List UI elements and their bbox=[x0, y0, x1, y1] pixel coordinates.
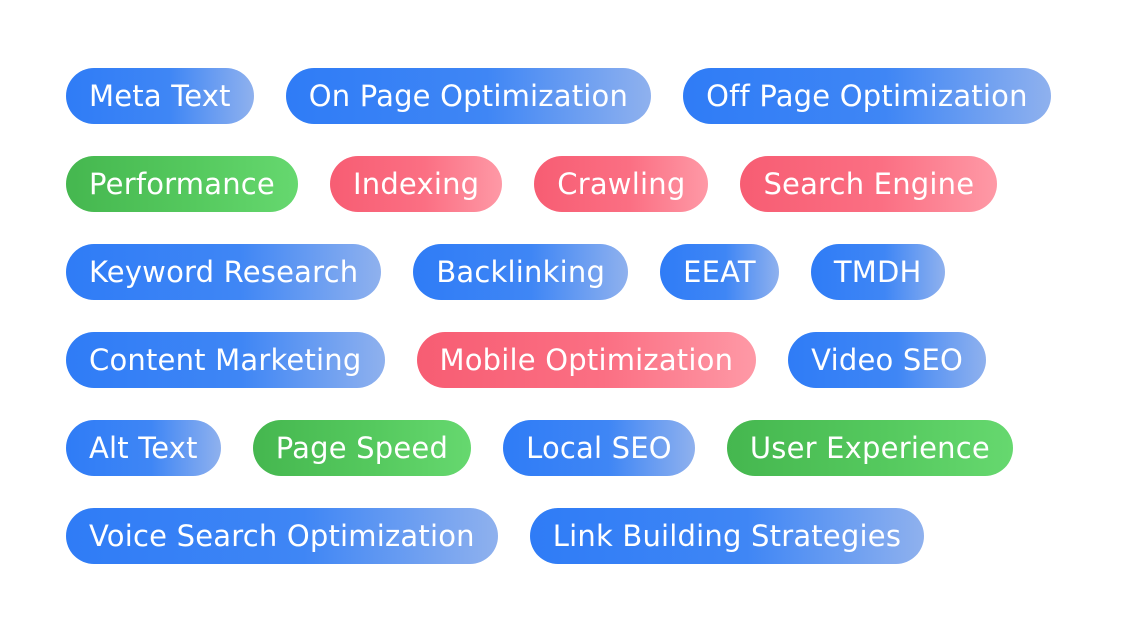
tag-row-2: Performance Indexing Crawling Search Eng… bbox=[66, 156, 1106, 212]
tag-eeat[interactable]: EEAT bbox=[660, 244, 779, 300]
tag-row-3: Keyword Research Backlinking EEAT TMDH bbox=[66, 244, 1106, 300]
tag-user-experience[interactable]: User Experience bbox=[726, 420, 1013, 476]
tag-off-page-optimization[interactable]: Off Page Optimization bbox=[683, 68, 1051, 124]
tag-tmdh[interactable]: TMDH bbox=[810, 244, 945, 300]
tag-voice-search-optimization[interactable]: Voice Search Optimization bbox=[66, 508, 498, 564]
tag-on-page-optimization[interactable]: On Page Optimization bbox=[285, 68, 652, 124]
tag-row-6: Voice Search Optimization Link Building … bbox=[66, 508, 1106, 564]
tag-meta-text[interactable]: Meta Text bbox=[66, 68, 254, 124]
tag-row-1: Meta Text On Page Optimization Off Page … bbox=[66, 68, 1106, 124]
tag-local-seo[interactable]: Local SEO bbox=[503, 420, 695, 476]
tag-backlinking[interactable]: Backlinking bbox=[413, 244, 629, 300]
tag-mobile-optimization[interactable]: Mobile Optimization bbox=[416, 332, 757, 388]
tag-search-engine[interactable]: Search Engine bbox=[740, 156, 998, 212]
tag-row-4: Content Marketing Mobile Optimization Vi… bbox=[66, 332, 1106, 388]
tag-link-building-strategies[interactable]: Link Building Strategies bbox=[529, 508, 925, 564]
tag-page-speed[interactable]: Page Speed bbox=[252, 420, 472, 476]
tag-cloud: Meta Text On Page Optimization Off Page … bbox=[66, 68, 1106, 596]
tag-alt-text[interactable]: Alt Text bbox=[66, 420, 221, 476]
tag-video-seo[interactable]: Video SEO bbox=[788, 332, 986, 388]
tag-keyword-research[interactable]: Keyword Research bbox=[66, 244, 382, 300]
tag-performance[interactable]: Performance bbox=[66, 156, 298, 212]
tag-crawling[interactable]: Crawling bbox=[534, 156, 709, 212]
tag-content-marketing[interactable]: Content Marketing bbox=[66, 332, 385, 388]
tag-row-5: Alt Text Page Speed Local SEO User Exper… bbox=[66, 420, 1106, 476]
tag-indexing[interactable]: Indexing bbox=[329, 156, 503, 212]
